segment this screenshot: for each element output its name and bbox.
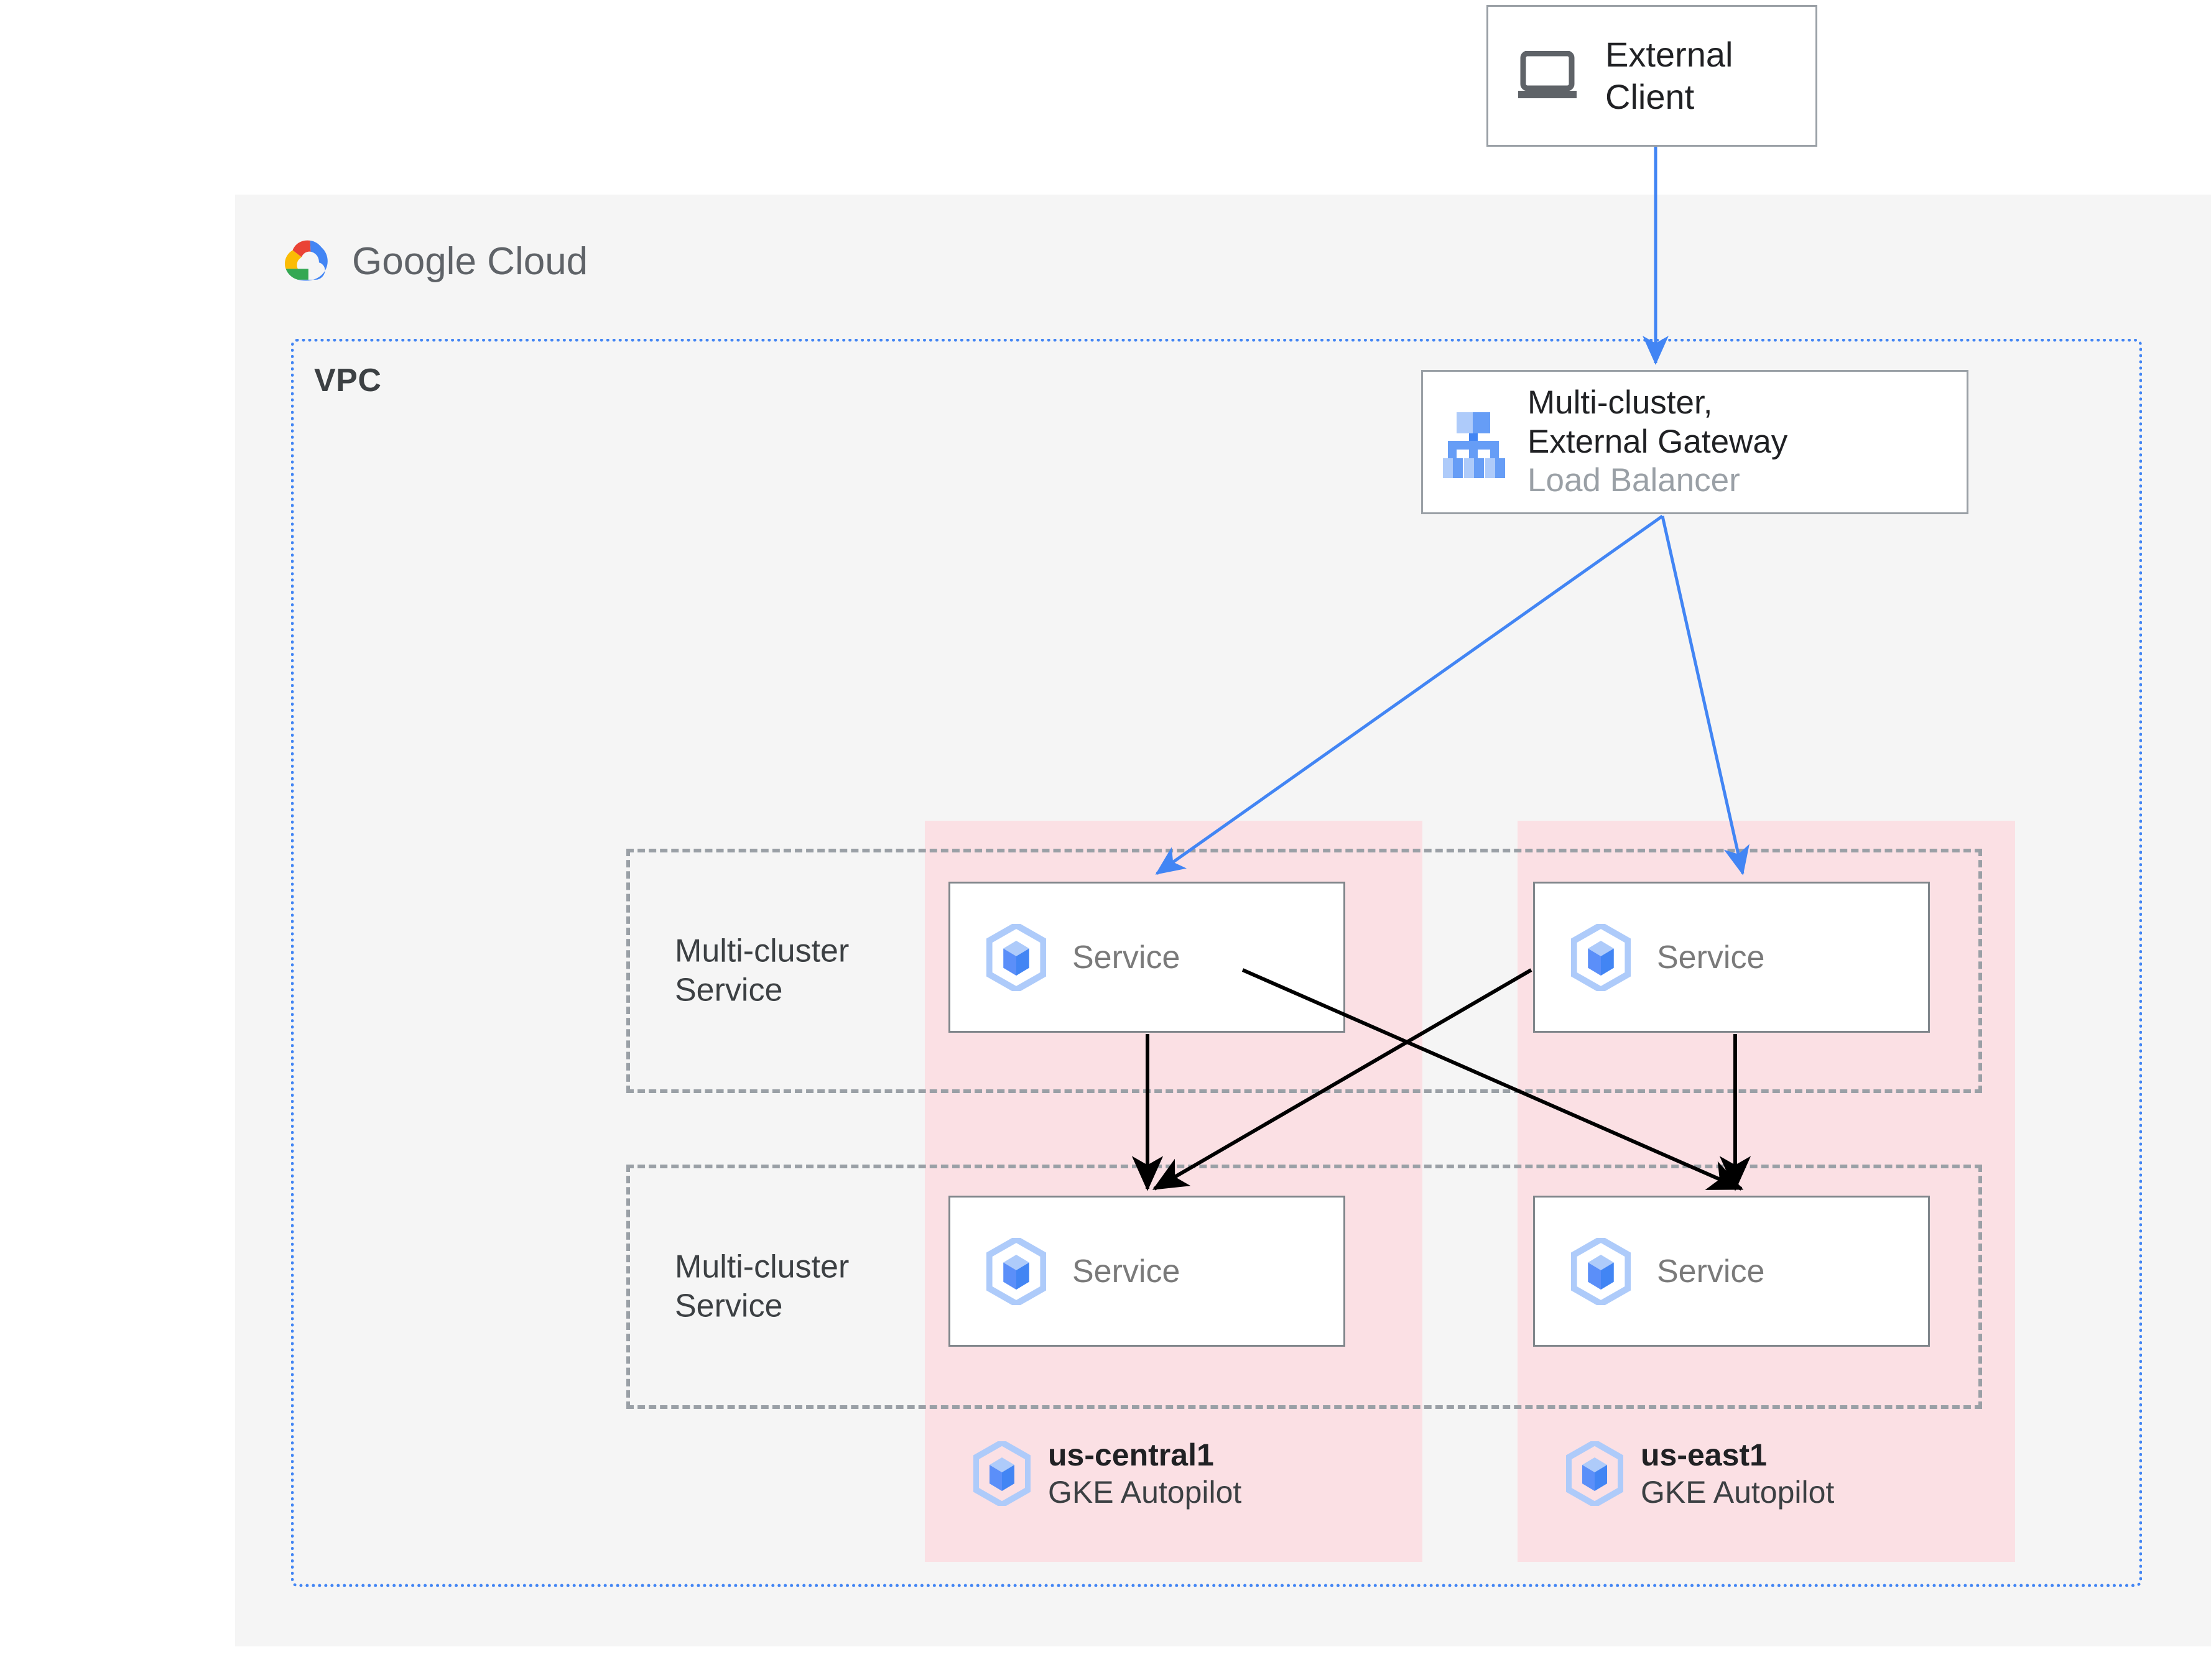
vpc-label: VPC [314,362,382,399]
load-balancer-subtitle: Load Balancer [1527,462,1740,499]
external-client-box[interactable]: External Client [1486,5,1817,147]
load-balancer-icon [1443,412,1505,478]
cluster-labels-us-east1: us-east1 GKE Autopilot [1641,1436,1834,1511]
cluster-kind: GKE Autopilot [1048,1475,1242,1510]
service-card-us-central1-row1[interactable]: Service [948,882,1345,1033]
mcs-group-1-label: Multi-cluster Service [675,931,849,1010]
cluster-name: us-central1 [1048,1438,1214,1472]
vpc-container [291,339,2142,1587]
service-card-us-east1-row2[interactable]: Service [1533,1196,1930,1347]
mcs-group-1-label-line1: Multi-cluster [675,933,850,969]
gke-cluster-icon [1566,1441,1623,1506]
load-balancer-text: Multi-cluster, External Gateway Load Bal… [1527,384,1787,501]
service-label: Service [1657,939,1765,976]
external-client-label-line1: External [1605,34,1733,74]
service-card-us-east1-row1[interactable]: Service [1533,882,1930,1033]
gke-cluster-icon [973,1441,1031,1506]
gke-service-icon [1571,1237,1631,1305]
mcs-group-1-label-line2: Service [675,972,783,1008]
external-client-label-line2: Client [1605,77,1695,116]
service-label: Service [1072,1253,1180,1290]
mcs-group-2-label-line1: Multi-cluster [675,1248,850,1285]
cluster-name: us-east1 [1641,1438,1767,1472]
cluster-footer-us-central1: us-central1 GKE Autopilot [925,1436,1422,1511]
gke-service-icon [1571,923,1631,991]
cluster-labels-us-central1: us-central1 GKE Autopilot [1048,1436,1241,1511]
load-balancer-title-line2: External Gateway [1527,423,1788,460]
load-balancer-box[interactable]: Multi-cluster, External Gateway Load Bal… [1421,370,1968,514]
service-label: Service [1072,939,1180,976]
mcs-group-2-label: Multi-cluster Service [675,1247,849,1326]
cluster-kind: GKE Autopilot [1641,1475,1835,1510]
service-label: Service [1657,1253,1765,1290]
google-cloud-branding: Google Cloud [279,227,714,295]
google-cloud-logo-text: Google Cloud [352,239,588,283]
load-balancer-title-line1: Multi-cluster, [1527,384,1713,422]
gke-service-icon [986,923,1046,991]
google-cloud-logo [284,240,328,281]
laptop-icon [1518,51,1577,98]
cluster-footer-us-east1: us-east1 GKE Autopilot [1518,1436,2015,1511]
mcs-group-2-label-line2: Service [675,1288,783,1324]
service-card-us-central1-row2[interactable]: Service [948,1196,1345,1347]
gke-service-icon [986,1237,1046,1305]
external-client-label: External Client [1605,34,1733,119]
